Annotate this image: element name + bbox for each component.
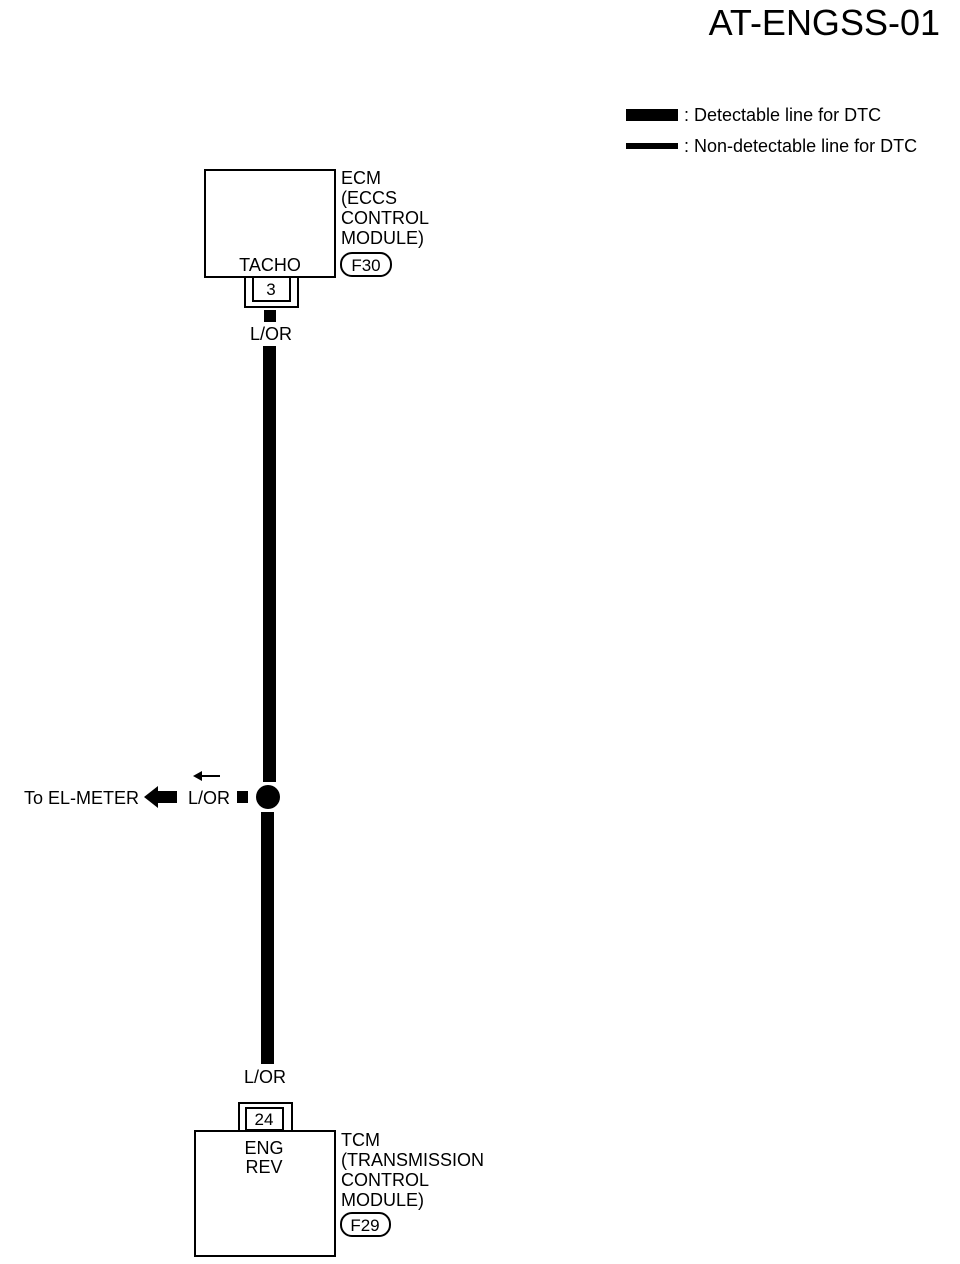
legend: : Detectable line for DTC : Non-detectab… [626,105,917,156]
ecm-connector-badge [340,252,392,277]
splice-node [256,785,280,809]
tcm-name-line4: MODULE) [341,1190,424,1210]
wire-color-label-bottom: L/OR [244,1067,286,1087]
left-arrow-icon [144,786,177,808]
wire-segment-upper [263,346,276,782]
ecm-terminal-name: TACHO [239,255,301,275]
ecm-block: TACHO 3 ECM (ECCS CONTROL MODULE) F30 [204,168,429,308]
detectable-line-swatch [626,109,678,121]
tcm-name-line3: CONTROL [341,1170,429,1190]
ecm-name-line3: CONTROL [341,208,429,228]
tcm-box [194,1130,336,1257]
ecm-name-line4: MODULE) [341,228,424,248]
tcm-terminal-name-line2: REV [245,1157,282,1177]
direction-arrow-icon [193,771,202,781]
ecm-name-line2: (ECCS [341,188,397,208]
tcm-terminal-name: ENG [244,1138,283,1158]
non-detectable-line-swatch [626,143,678,149]
branch-wire-color: L/OR [188,788,230,808]
branch-destination: To EL-METER [24,788,139,808]
tcm-connector-id: F29 [350,1216,379,1235]
tcm-name-line2: (TRANSMISSION [341,1150,484,1170]
wire-segment-lower [261,812,274,1064]
legend-non-detectable: : Non-detectable line for DTC [684,136,917,156]
branch-stub [237,791,248,803]
wire-stub-top [264,310,276,322]
tcm-block: 24 ENG REV TCM (TRANSMISSION CONTROL MOD… [194,1102,484,1257]
wire-color-label-top: L/OR [250,324,292,344]
diagram-id: AT-ENGSS-01 [709,2,940,43]
ecm-pin-box [252,276,291,302]
ecm-pin: 3 [266,280,275,299]
ecm-connector-id: F30 [351,256,380,275]
tcm-pin: 24 [255,1110,274,1129]
branch-to-meter: L/OR To EL-METER [24,771,248,808]
tcm-connector-badge [340,1212,391,1237]
ecm-name: ECM [341,168,381,188]
legend-detectable: : Detectable line for DTC [684,105,881,125]
tcm-name: TCM [341,1130,380,1150]
